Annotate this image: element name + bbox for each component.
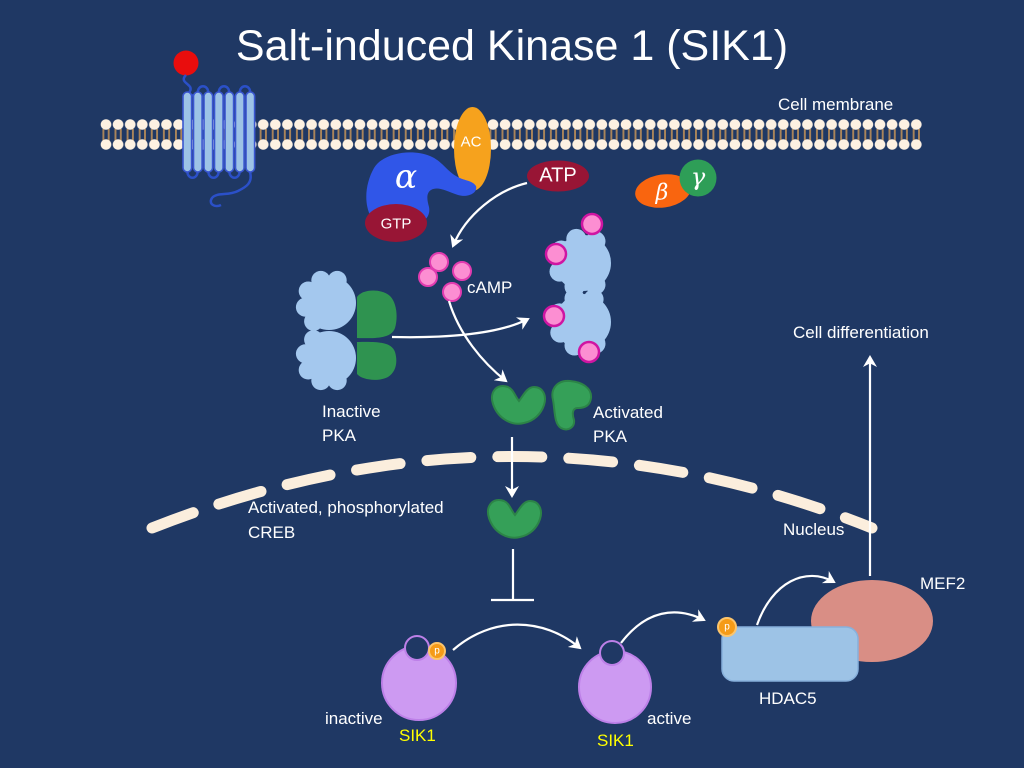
atp-ellipse	[527, 160, 589, 192]
hdac5-label: HDAC5	[759, 689, 817, 708]
activated-pka-label: Activated PKA	[593, 403, 663, 446]
hdac5-phosphate-label: p	[724, 621, 730, 633]
g-beta-subunit-shape	[635, 174, 691, 208]
nucleus-label: Nucleus	[783, 520, 845, 539]
nuclear-membrane-dashes	[146, 451, 878, 534]
hdac5-phosphate-badge	[717, 617, 737, 637]
ac-label: AC	[460, 133, 482, 151]
cell-membrane-label: Cell membrane	[778, 95, 894, 114]
diagram-title: Salt-induced Kinase 1 (SIK1)	[235, 22, 789, 70]
arrow-atp-to-camp	[450, 181, 528, 248]
hdac5-shape	[721, 626, 859, 682]
g-gamma-subunit-shape	[679, 159, 717, 197]
camp-label: cAMP	[467, 278, 513, 297]
arrow-sik1-to-hdac5	[620, 609, 706, 644]
inactive-pka-complex	[295, 270, 397, 391]
pathway-arrows	[391, 181, 877, 651]
bound-camp-molecules	[542, 212, 604, 364]
sik1-phosphate-label: p	[434, 645, 440, 657]
camp-bound-regulatory-subunits	[542, 212, 611, 364]
creb-label: Activated, phosphorylated CREB	[248, 498, 444, 542]
sik1-active-state-label: active	[647, 709, 692, 728]
inactive-pka-label: Inactive PKA	[322, 402, 381, 445]
gtp-label: GTP	[380, 215, 412, 233]
arrow-sik1-activation	[452, 623, 582, 651]
atp-label: ATP	[539, 164, 577, 187]
gpcr-receptor-icon	[173, 50, 256, 208]
sik1-inactive-state-label: inactive	[325, 709, 383, 728]
sik1-phosphate-badge	[428, 642, 446, 660]
camp-molecules	[418, 252, 472, 302]
g-alpha-label: α	[394, 156, 418, 196]
sik1-name-label-inactive: SIK1	[399, 726, 436, 745]
gtp-blob	[365, 204, 427, 242]
g-gamma-label: γ	[690, 163, 706, 191]
ligand-icon	[173, 50, 199, 76]
cell-differentiation-label: Cell differentiation	[793, 323, 929, 342]
arrow-hdac5-to-mef2	[755, 570, 836, 626]
inhibition-tbar	[491, 549, 534, 602]
sik1-inactive-shape	[381, 635, 457, 721]
activated-pka-catalytic-subunits	[491, 379, 593, 431]
nuclear-pka-shape	[487, 499, 542, 539]
mef2-label: MEF2	[920, 574, 966, 593]
arrow-camp-to-catalytic	[447, 300, 508, 383]
sik1-name-label-active: SIK1	[597, 731, 634, 750]
adenylyl-cyclase-shape	[454, 107, 491, 191]
sik1-active-shape	[578, 640, 652, 724]
g-beta-label: β	[655, 180, 669, 206]
